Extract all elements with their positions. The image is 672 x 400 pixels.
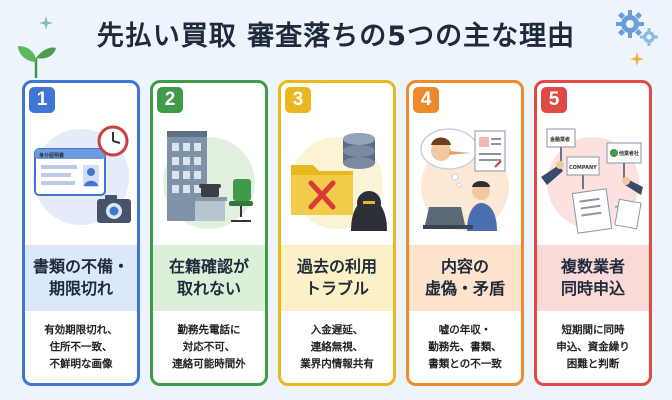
x-mark-icon	[308, 180, 336, 210]
id-card-icon: 身分証明書	[34, 148, 106, 196]
reason-number: 4	[413, 87, 439, 113]
reason-card-4: 4	[406, 80, 524, 386]
reason-illustration	[409, 107, 521, 245]
reason-card-5: 5 金融業者 COMPANY 他業者社	[534, 80, 652, 386]
reason-card-1: 1 身分証明書	[22, 80, 140, 386]
id-card-label: 身分証明書	[39, 152, 64, 159]
reason-illustration	[281, 107, 393, 245]
reason-number: 1	[29, 87, 55, 113]
phone-icon	[199, 184, 221, 197]
reason-description: 嘘の年収・ 勤務先、書類、 書類との不一致	[428, 323, 502, 370]
reason-heading: 内容の 虚偽・矛盾	[409, 245, 521, 311]
reason-card-2: 2	[150, 80, 268, 386]
reason-description: 短期間に同時 申込、資金繰り 困難と判断	[556, 323, 630, 370]
sprout-icon	[18, 46, 56, 78]
database-icon	[343, 133, 375, 169]
reason-heading: 過去の利用 トラブル	[281, 245, 393, 311]
laptop-user-icon	[423, 181, 497, 231]
reason-heading: 在籍確認が 取れない	[153, 245, 265, 311]
reason-heading: 書類の不備・ 期限切れ	[25, 245, 137, 311]
reason-heading: 複数業者 同時申込	[537, 245, 649, 311]
sign-label: 他業者社	[618, 150, 639, 157]
reason-illustration: 身分証明書	[25, 107, 137, 245]
reason-description: 入金遅延、 連絡無視、 業界内情報共有	[300, 323, 374, 370]
reason-card-3: 3	[278, 80, 396, 386]
sign-label: 金融業者	[549, 136, 570, 143]
reason-cards: 1 身分証明書	[22, 80, 652, 386]
reason-illustration	[153, 107, 265, 245]
gear-icon	[616, 10, 658, 46]
sparkle-icon	[630, 52, 644, 66]
chair-icon	[229, 179, 253, 222]
reason-number: 5	[541, 87, 567, 113]
sign-label: COMPANY	[569, 165, 597, 171]
document-icon	[474, 130, 506, 172]
hooded-figure-icon	[351, 191, 387, 231]
reason-description: 勤務先電話に 対応不可、 連絡可能時間外	[172, 323, 246, 370]
reason-illustration: 金融業者 COMPANY 他業者社	[537, 107, 649, 245]
document-icon	[571, 188, 642, 234]
reason-description: 有効期限切れ、 住所不一致、 不鮮明な画像	[44, 323, 118, 370]
sparkle-icon	[39, 16, 53, 30]
folder-icon	[291, 165, 353, 215]
clock-icon	[97, 125, 129, 157]
camera-icon	[97, 195, 131, 223]
page-title: 先払い買取 審査落ちの5つの主な理由	[96, 21, 576, 52]
long-nose-face-icon	[431, 137, 471, 161]
hands-holding-signs-icon: 金融業者 COMPANY 他業者社	[541, 128, 643, 195]
reason-number: 2	[157, 87, 183, 113]
reason-number: 3	[285, 87, 311, 113]
